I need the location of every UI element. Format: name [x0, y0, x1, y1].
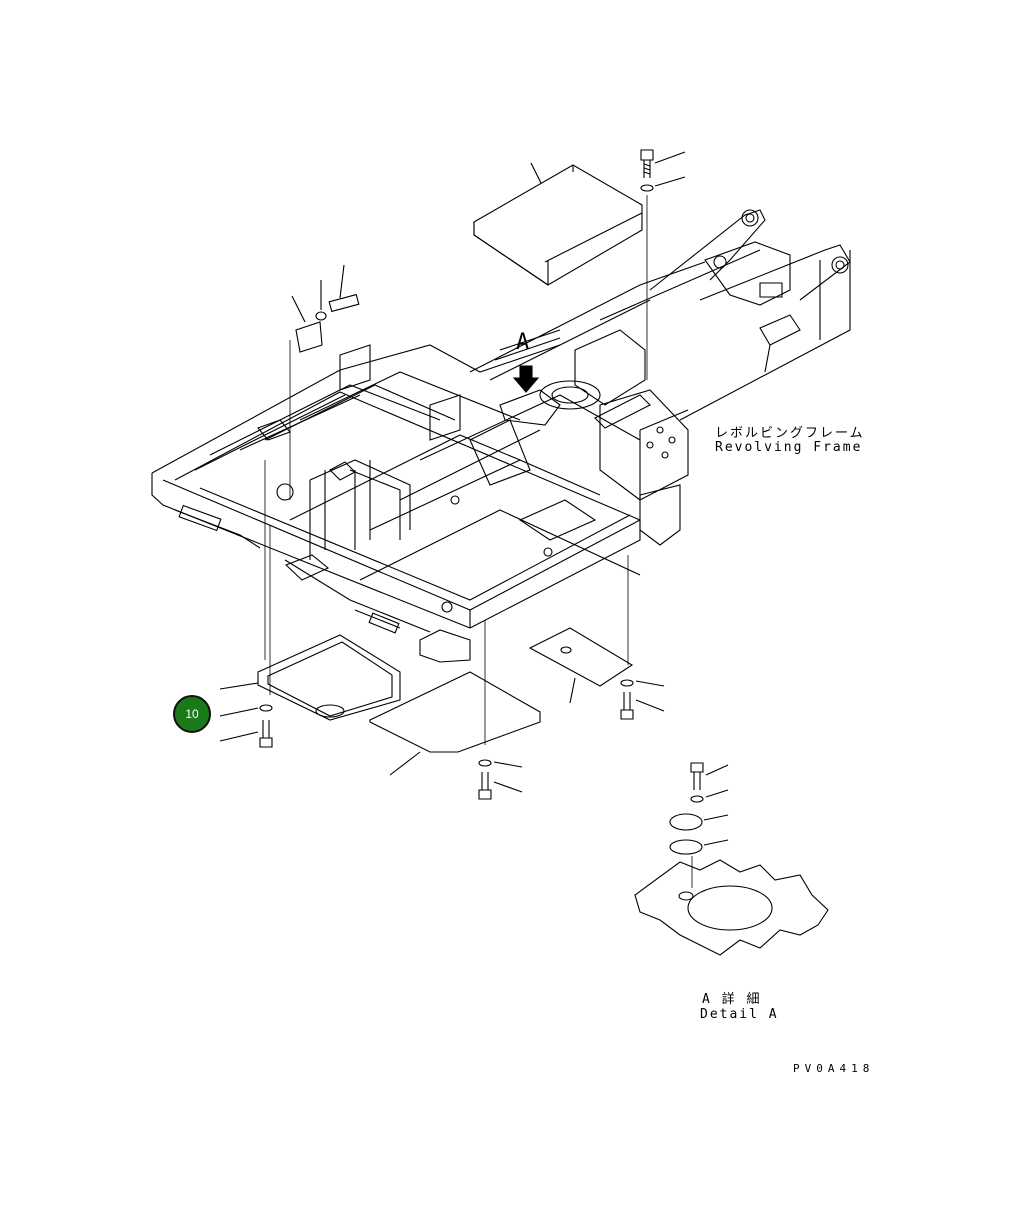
view-arrow	[495, 330, 560, 425]
detail-label-jp: A 詳 細	[702, 992, 762, 1007]
callout-number: 10	[185, 707, 199, 721]
revolving-frame	[152, 262, 705, 662]
bolt-top-right	[641, 150, 685, 380]
bolt-left	[220, 705, 272, 747]
boom-mount-bracket	[600, 210, 850, 420]
bolt-center	[479, 760, 522, 799]
detail-label-en: Detail A	[700, 1007, 779, 1022]
drawing-code: PV0A418	[793, 1062, 875, 1075]
view-marker-label: A	[516, 330, 530, 355]
left-bracket-part	[290, 265, 359, 500]
under-cover-center	[370, 672, 540, 775]
frame-label-jp: レボルビングフレーム	[715, 426, 865, 441]
detail-a-view	[635, 763, 828, 955]
top-cover-part	[474, 163, 642, 285]
callout-marker[interactable]: 10	[173, 695, 211, 733]
under-cover-left	[220, 635, 400, 720]
under-cover-right	[530, 628, 632, 703]
frame-label-en: Revolving Frame	[715, 440, 863, 455]
bolt-right	[621, 680, 664, 719]
